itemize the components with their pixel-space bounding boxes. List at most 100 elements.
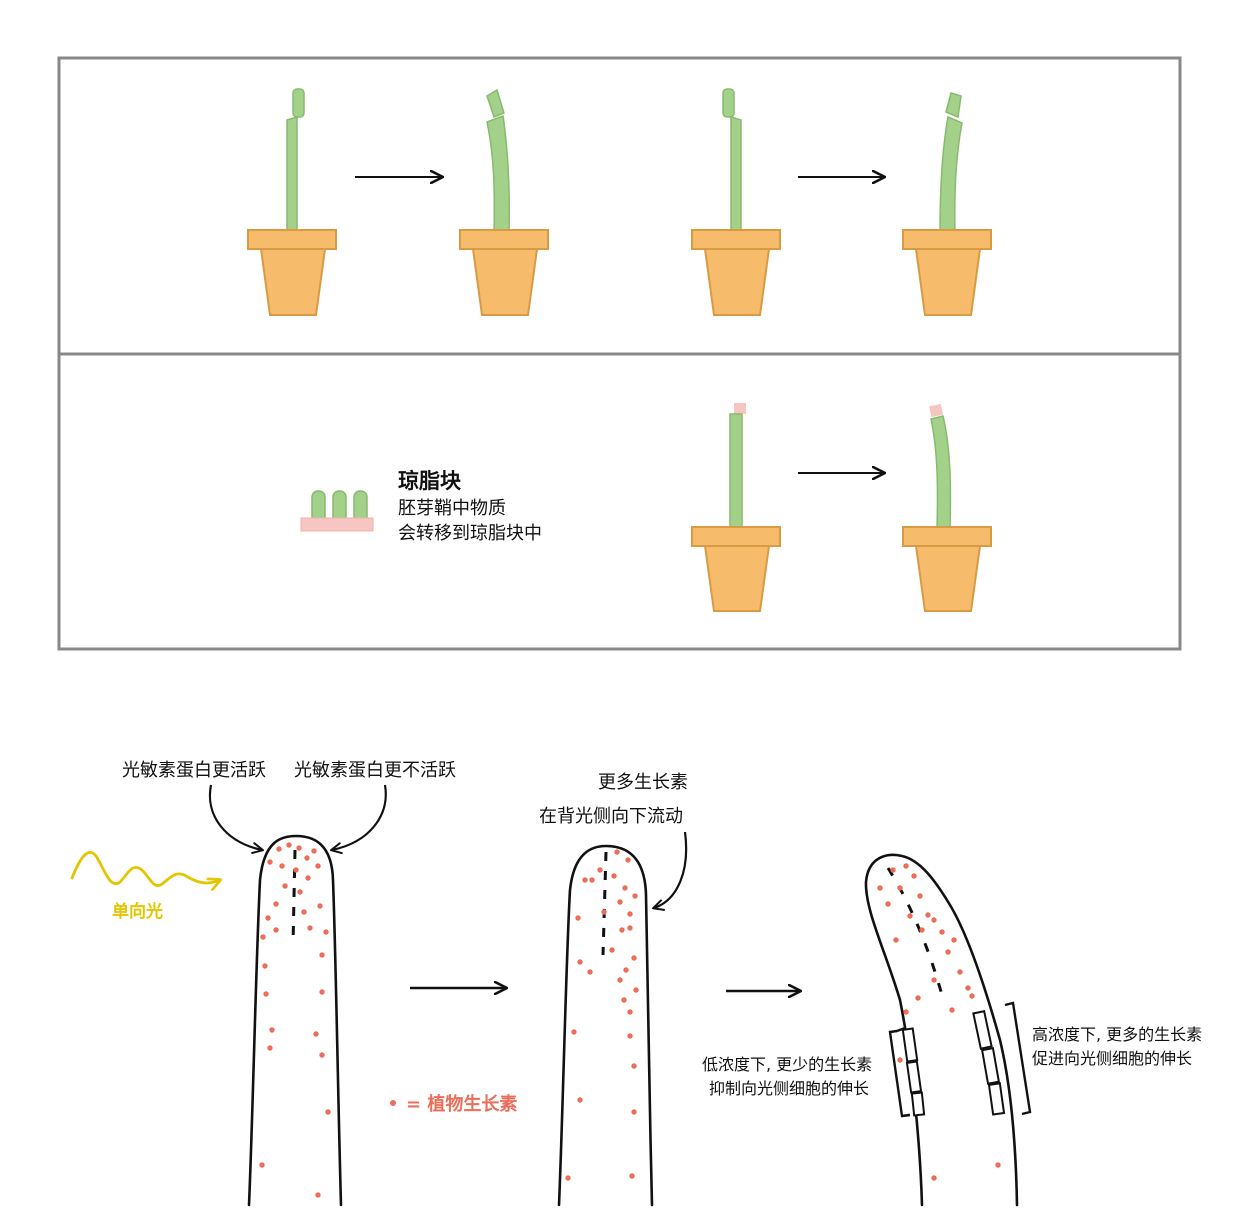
auxin-dot <box>262 963 268 969</box>
agar-legend-title: 琼脂块 <box>398 469 462 493</box>
coleoptile-tip <box>722 88 735 118</box>
auxin-dot <box>296 845 302 851</box>
auxin-dot <box>623 967 629 973</box>
auxin-dot <box>571 1029 577 1035</box>
auxin-dot <box>625 857 631 863</box>
auxin-dot <box>917 893 923 899</box>
label-auxin-legend: = 植物生长素 <box>406 1093 517 1115</box>
auxin-dot <box>265 915 271 921</box>
auxin-dot <box>897 885 903 891</box>
coleoptile-stem <box>730 115 742 234</box>
auxin-dot <box>931 917 937 923</box>
auxin-dot <box>319 952 325 958</box>
auxin-dot <box>315 863 321 869</box>
auxin-dot <box>293 867 299 873</box>
plant-tip-removed-straight <box>247 88 337 316</box>
agar-legend-line2: 会转移到琼脂块中 <box>398 523 542 544</box>
auxin-dot <box>949 1007 955 1013</box>
label-low-concentration-1: 低浓度下, 更少的生长素 <box>702 1055 872 1074</box>
coleoptile-bent <box>864 853 1032 1207</box>
coleoptile-stem <box>729 413 743 530</box>
auxin-dot <box>304 855 310 861</box>
shaded-side-cells <box>972 1009 1006 1116</box>
auxin-dot <box>614 849 620 855</box>
auxin-dot <box>611 873 617 879</box>
auxin-dot <box>589 877 595 883</box>
auxin-dot <box>627 1009 633 1015</box>
auxin-dot <box>259 1162 265 1168</box>
auxin-dot <box>286 842 292 848</box>
auxin-dot <box>945 949 951 955</box>
plant-tip-removed-bent <box>459 88 549 316</box>
lit-side-cells <box>901 1027 926 1117</box>
coleoptile-tip <box>292 88 305 118</box>
agar-block <box>929 403 944 418</box>
panel-1-frame <box>57 56 1182 356</box>
label-unilateral-light: 单向光 <box>112 901 163 922</box>
auxin-dot <box>297 889 303 895</box>
auxin-dot <box>969 993 975 999</box>
coleoptile-outline <box>247 834 343 1207</box>
midline-dashes <box>886 867 944 996</box>
auxin-dot <box>597 867 603 873</box>
auxin-dot <box>897 1057 903 1063</box>
auxin-dot <box>631 955 637 961</box>
auxin-dot <box>282 883 288 889</box>
auxin-dot <box>617 977 623 983</box>
flower-pot <box>459 229 549 316</box>
auxin-dot <box>627 911 633 917</box>
auxin-dot <box>279 863 285 869</box>
auxin-dot <box>325 1109 331 1115</box>
coleoptile-tip <box>945 92 962 119</box>
label-high-concentration-1: 高浓度下, 更多的生长素 <box>1032 1025 1202 1044</box>
auxin-dots <box>877 863 1001 1181</box>
auxin-dot <box>890 867 896 873</box>
auxin-dot <box>631 1063 637 1069</box>
auxin-dot <box>931 977 937 983</box>
auxin-dot <box>951 937 957 943</box>
auxin-dot <box>627 925 633 931</box>
auxin-dot <box>931 1175 937 1181</box>
auxin-dot <box>903 1009 909 1015</box>
auxin-dot <box>307 925 313 931</box>
label-high-concentration-2: 促进向光侧细胞的伸长 <box>1032 1049 1192 1068</box>
label-phototropin-active: 光敏素蛋白更活跃 <box>122 760 266 781</box>
auxin-dot <box>276 846 282 852</box>
flower-pot <box>902 229 992 316</box>
coleoptile-stem <box>486 114 510 234</box>
label-low-concentration-2: 抑制向光侧细胞的伸长 <box>709 1079 869 1098</box>
auxin-dot <box>915 995 921 1001</box>
auxin-dot <box>323 929 329 935</box>
auxin-dot <box>877 885 883 891</box>
auxin-dot <box>619 927 625 933</box>
auxin-dot <box>919 927 925 933</box>
auxin-dot <box>273 927 279 933</box>
auxin-dot <box>311 848 317 854</box>
coleoptile-stem <box>939 115 963 234</box>
auxin-dot <box>621 997 627 1003</box>
plant-agar-straight <box>691 403 781 612</box>
auxin-dot <box>260 934 266 940</box>
auxin-dot <box>629 1173 635 1179</box>
auxin-dots <box>259 842 331 1198</box>
label-more-auxin: 更多生长素 <box>598 772 688 793</box>
auxin-dot <box>631 1109 637 1115</box>
coleoptile-straight <box>247 834 343 1207</box>
pointer-arrow-left <box>208 784 264 854</box>
auxin-dot <box>627 1033 633 1039</box>
coleoptile-outline <box>557 844 654 1207</box>
auxin-dot <box>622 885 628 891</box>
label-phototropin-inactive: 光敏素蛋白更不活跃 <box>294 760 456 781</box>
agar-block-icon <box>300 490 374 532</box>
coleoptile-tip <box>486 88 505 118</box>
auxin-dot <box>577 1097 583 1103</box>
auxin-dot <box>609 947 615 953</box>
auxin-dot <box>632 893 638 899</box>
auxin-dot <box>263 991 269 997</box>
auxin-dot <box>267 859 273 865</box>
auxin-dot <box>903 863 909 869</box>
midline-dashes <box>601 851 608 956</box>
flower-pot <box>691 526 781 612</box>
agar-legend-line1: 胚芽鞘中物质 <box>398 498 506 519</box>
auxin-dot <box>995 1162 1001 1168</box>
